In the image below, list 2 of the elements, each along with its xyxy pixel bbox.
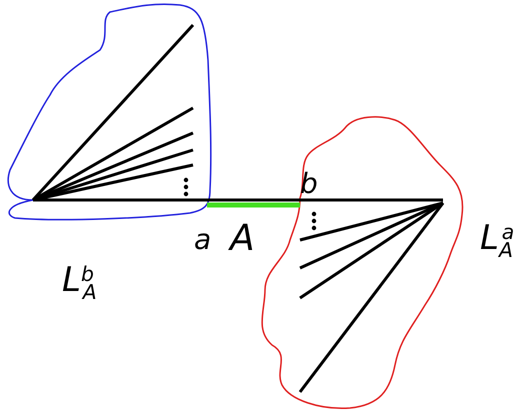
segment-label: A: [230, 221, 255, 257]
point-label: a: [194, 226, 212, 254]
